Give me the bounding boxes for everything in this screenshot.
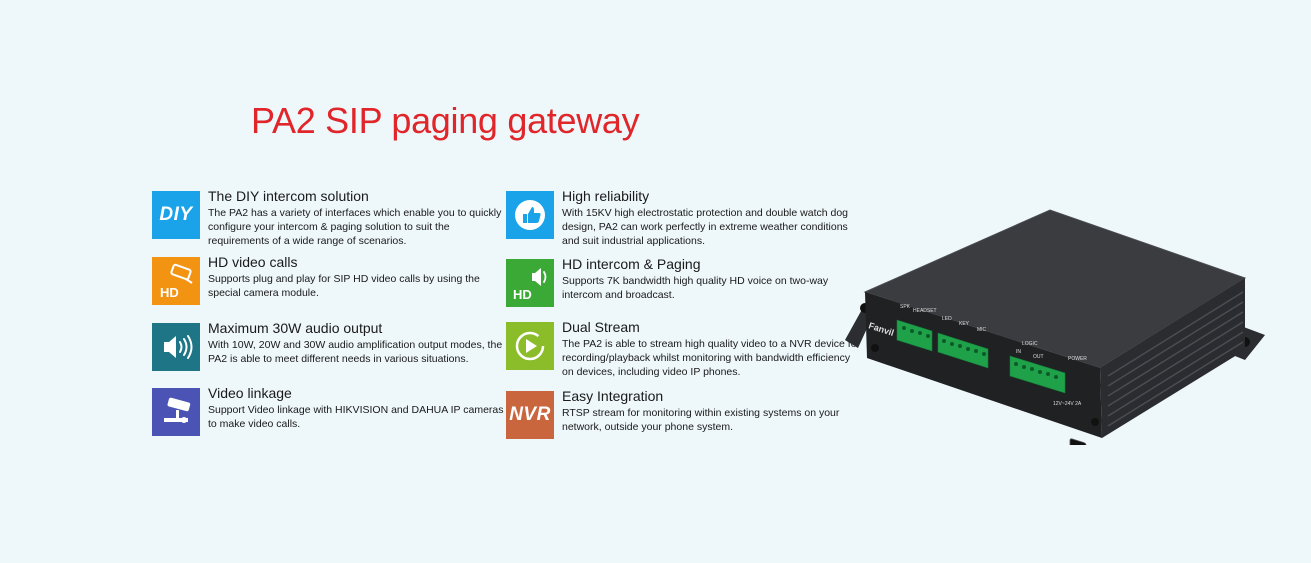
svg-text:POWER: POWER xyxy=(1068,356,1087,362)
play-icon xyxy=(506,322,554,370)
feature-description: Supports plug and play for SIP HD video … xyxy=(208,273,480,299)
page-title: PA2 SIP paging gateway xyxy=(251,100,640,141)
feature-title: HD video calls xyxy=(208,254,298,270)
feature-description: RTSP stream for monitoring within existi… xyxy=(562,407,840,433)
diy-icon: DIY xyxy=(152,191,200,239)
hd-speaker-icon: HD xyxy=(506,259,554,307)
feature-title: Easy Integration xyxy=(562,388,664,404)
feature-description: Supports 7K bandwidth high quality HD vo… xyxy=(562,275,829,301)
feature-title: Maximum 30W audio output xyxy=(208,320,383,336)
feature-description: The PA2 is able to stream high quality v… xyxy=(562,338,861,378)
svg-text:MIC: MIC xyxy=(977,327,987,333)
feature-description: The PA2 has a variety of interfaces whic… xyxy=(208,207,502,247)
svg-text:OUT: OUT xyxy=(1033,354,1044,360)
svg-text:HEADSET: HEADSET xyxy=(913,308,937,314)
svg-text:HD: HD xyxy=(160,285,179,300)
svg-text:KEY: KEY xyxy=(959,321,970,327)
feature-description: With 10W, 20W and 30W audio amplificatio… xyxy=(208,339,503,365)
cctv-camera-icon xyxy=(152,388,200,436)
feature-description: With 15KV high electrostatic protection … xyxy=(562,207,849,247)
svg-text:LOGIC: LOGIC xyxy=(1022,341,1038,347)
svg-text:12V~24V 2A: 12V~24V 2A xyxy=(1053,401,1082,407)
svg-text:IN: IN xyxy=(1016,349,1021,355)
feature-title: The DIY intercom solution xyxy=(208,188,369,204)
feature-title: HD intercom & Paging xyxy=(562,256,701,272)
feature-title: Dual Stream xyxy=(562,319,640,335)
thumbs-up-icon xyxy=(506,191,554,239)
svg-text:LED: LED xyxy=(942,316,952,322)
feature-title: Video linkage xyxy=(208,385,292,401)
svg-text:SPK: SPK xyxy=(900,304,911,310)
hd-camera-icon: HD xyxy=(152,257,200,305)
nvr-icon: NVR xyxy=(506,391,554,439)
svg-text:HD: HD xyxy=(513,287,532,302)
pa2-device-image: Fanvil SPK HEADSET LED KEY MIC LOGIC IN … xyxy=(840,200,1270,464)
feature-description: Support Video linkage with HIKVISION and… xyxy=(208,404,504,430)
feature-title: High reliability xyxy=(562,188,650,204)
speaker-icon xyxy=(152,323,200,371)
